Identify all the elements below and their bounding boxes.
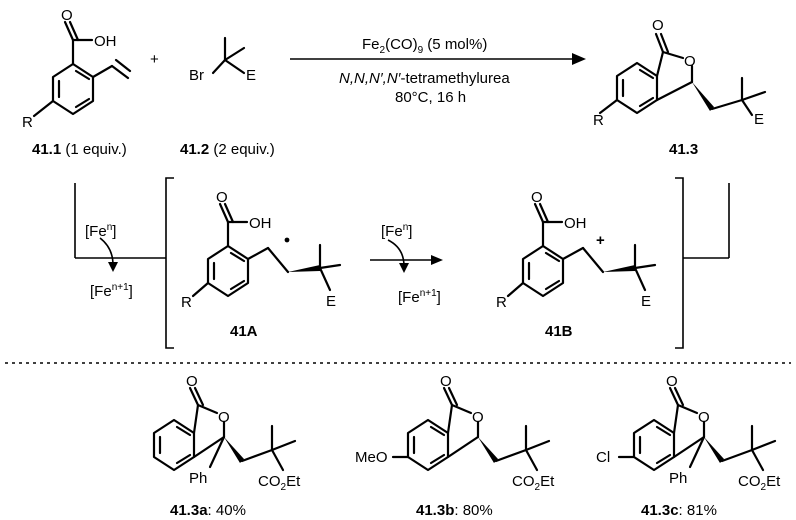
right-bracket [675, 177, 684, 349]
plus-sign: + [150, 51, 159, 68]
compound-41-2-structure [211, 36, 246, 75]
atom-r: R [593, 112, 604, 129]
cation-plus: + [596, 232, 605, 249]
reaction-arrowhead [572, 53, 586, 65]
atom-o: O [652, 17, 664, 34]
compound-41-3-structure [598, 32, 767, 117]
compound-41-3a-structure [152, 386, 297, 472]
atom-oh: OH [564, 215, 587, 232]
compound-41-3b-structure [391, 386, 551, 472]
fe-n-label: [Fen] [85, 222, 116, 240]
atom-o: O [698, 409, 710, 426]
compound-41-1-structure [32, 20, 132, 118]
solvent-label: N,N,N′,N′-tetramethylurea [339, 70, 510, 87]
atom-br: Br [189, 67, 204, 84]
fe-n1-label: [Fen+1] [90, 282, 133, 300]
catalyst-label: Fe2(CO)9 (5 mol%) [362, 36, 487, 56]
curved-arrow-head [108, 262, 118, 272]
intermediate-41B-structure [506, 202, 657, 298]
intermediate-41A-label: 41A [230, 323, 258, 340]
compound-41-3-label: 41.3 [669, 141, 698, 158]
atom-o: O [61, 7, 73, 24]
atom-o: O [218, 409, 230, 426]
atom-o: O [531, 189, 543, 206]
atom-e: E [246, 67, 256, 84]
left-bracket [165, 177, 174, 349]
atom-ph: Ph [189, 470, 207, 487]
intermediate-41A-structure [191, 202, 342, 298]
curved-arrow-head [399, 263, 409, 273]
atom-r: R [22, 114, 33, 131]
curved-arrow [99, 237, 114, 266]
atom-oh: OH [94, 33, 117, 50]
conditions-label: 80°C, 16 h [395, 89, 466, 106]
compound-41-3a-label: 41.3a: 40% [170, 502, 246, 519]
compound-41-3c-label: 41.3c: 81% [641, 502, 717, 519]
atom-meo: MeO [355, 449, 388, 466]
compound-41-1-label: 41.1 (1 equiv.) [32, 141, 127, 158]
atom-o: O [186, 373, 198, 390]
atom-r: R [496, 294, 507, 311]
atom-cl: Cl [596, 449, 610, 466]
compound-41-2-label: 41.2 (2 equiv.) [180, 141, 275, 158]
oxidation-arrowhead [431, 255, 443, 265]
atom-e: E [641, 293, 651, 310]
curved-arrow [387, 239, 405, 267]
atom-co2et: CO2Et [258, 473, 301, 493]
atom-co2et: CO2Et [738, 473, 781, 493]
radical-dot [284, 237, 290, 243]
atom-o: O [216, 189, 228, 206]
atom-o: O [472, 409, 484, 426]
atom-o: O [666, 373, 678, 390]
fe-n1-label: [Fen+1] [398, 288, 441, 306]
atom-co2et: CO2Et [512, 473, 555, 493]
atom-e: E [754, 111, 764, 128]
atom-r: R [181, 294, 192, 311]
compound-41-3b-label: 41.3b: 80% [416, 502, 493, 519]
atom-e: E [326, 293, 336, 310]
atom-o: O [684, 53, 696, 70]
atom-ph: Ph [669, 470, 687, 487]
atom-o: O [440, 373, 452, 390]
fe-n-label: [Fen] [381, 222, 412, 240]
atom-oh: OH [249, 215, 272, 232]
compound-41-3c-structure [617, 386, 777, 472]
intermediate-41B-label: 41B [545, 323, 573, 340]
